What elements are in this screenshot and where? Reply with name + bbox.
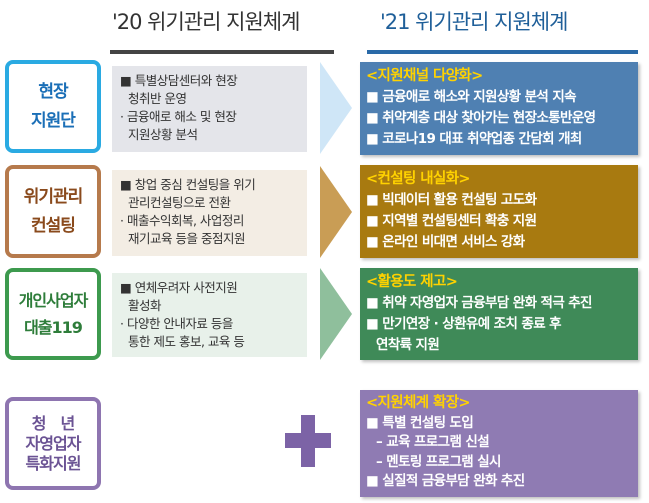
label-line: 컨설팅: [31, 215, 76, 236]
arrow-icon: [320, 166, 352, 258]
new-item: ■ 취약 자영업자 금융부담 완화 적극 추진: [366, 295, 592, 311]
new-heading: <컨설팅 내실화>: [366, 171, 471, 187]
new-item: 연착륙 지원: [376, 337, 440, 353]
old-system-title: '20 위기관리 지원체계: [112, 10, 300, 34]
new-heading: <활용도 제고>: [366, 274, 458, 290]
label-line: 특화지원: [25, 453, 82, 473]
new-item: ■ 만기연장 · 상환유예 조치 종료 후: [366, 316, 562, 332]
new-item: ■ 온라인 비대면 서비스 강화: [366, 234, 525, 250]
label-line: 현장: [38, 81, 68, 102]
arrow-icon: [320, 62, 352, 154]
old-title-underline: [110, 50, 334, 54]
new-item: ■ 빅데이터 활용 컨설팅 고도화: [366, 192, 537, 208]
label-line: 자영업자: [25, 433, 82, 453]
new-content-box: <컨설팅 내실화> ■ 빅데이터 활용 컨설팅 고도화 ■ 지역별 컨설팅센터 확충…: [360, 165, 638, 258]
new-content-box: <지원채널 다양화> ■ 금융애로 해소와 지원상황 분석 지속 ■ 취약계층 대상…: [360, 62, 638, 155]
old-item: 재기교육 등을 중점지원: [128, 231, 245, 246]
label-line: 청 년: [31, 413, 75, 433]
new-system-title: '21 위기관리 지원체계: [380, 10, 568, 34]
new-content-box: <지원체계 확장> ■ 특별 컨설팅 도입 – 교육 프로그램 신설 – 멘토링 프로…: [360, 390, 638, 497]
old-item: ■ 특별상담센터와 현장: [120, 73, 238, 88]
old-item: · 매출수익회복, 사업정리: [120, 213, 244, 228]
plus-icon: [285, 415, 331, 467]
new-item: ■ 금융애로 해소와 지원상황 분석 지속: [366, 89, 577, 105]
new-heading: <지원체계 확장>: [366, 395, 471, 411]
old-item: · 다양한 안내자료 등을: [120, 316, 233, 331]
label-line: 위기관리: [23, 186, 84, 207]
old-item: 지원상황 분석: [128, 127, 198, 142]
new-item: – 교육 프로그램 신설: [376, 434, 490, 450]
old-item: ■ 연체우려자 사전지원: [120, 280, 238, 295]
new-title-underline: [367, 50, 638, 54]
new-item: ■ 지역별 컨설팅센터 확충 지원: [366, 213, 537, 229]
new-item: ■ 취약계층 대상 찾아가는 현장소통반운영: [366, 110, 596, 126]
new-content-box: <활용도 제고> ■ 취약 자영업자 금융부담 완화 적극 추진 ■ 만기연장 · …: [360, 268, 638, 360]
old-item: 활성화: [128, 298, 162, 313]
new-item: ■ 코로나19 대표 취약업종 간담회 개최: [366, 131, 582, 147]
old-item: ■ 창업 중심 컨설팅을 위기: [120, 177, 256, 192]
label-line: 개인사업자: [18, 290, 89, 310]
label-line: 지원단: [31, 110, 76, 131]
new-item: ■ 실질적 금융부담 완화 추진: [366, 473, 525, 489]
old-item: 관리컨설팅으로 전환: [128, 195, 231, 210]
new-heading: <지원채널 다양화>: [366, 68, 483, 84]
new-item: ■ 특별 컨설팅 도입: [366, 414, 474, 431]
arrow-icon: [320, 268, 352, 360]
new-item: – 멘토링 프로그램 실시: [376, 453, 501, 470]
old-item: 통한 제도 홍보, 교육 등: [128, 334, 245, 349]
label-line: 대출119: [24, 318, 83, 337]
old-item: · 금융애로 해소 및 현장: [120, 109, 237, 124]
old-item: 청취반 운영: [128, 91, 187, 106]
